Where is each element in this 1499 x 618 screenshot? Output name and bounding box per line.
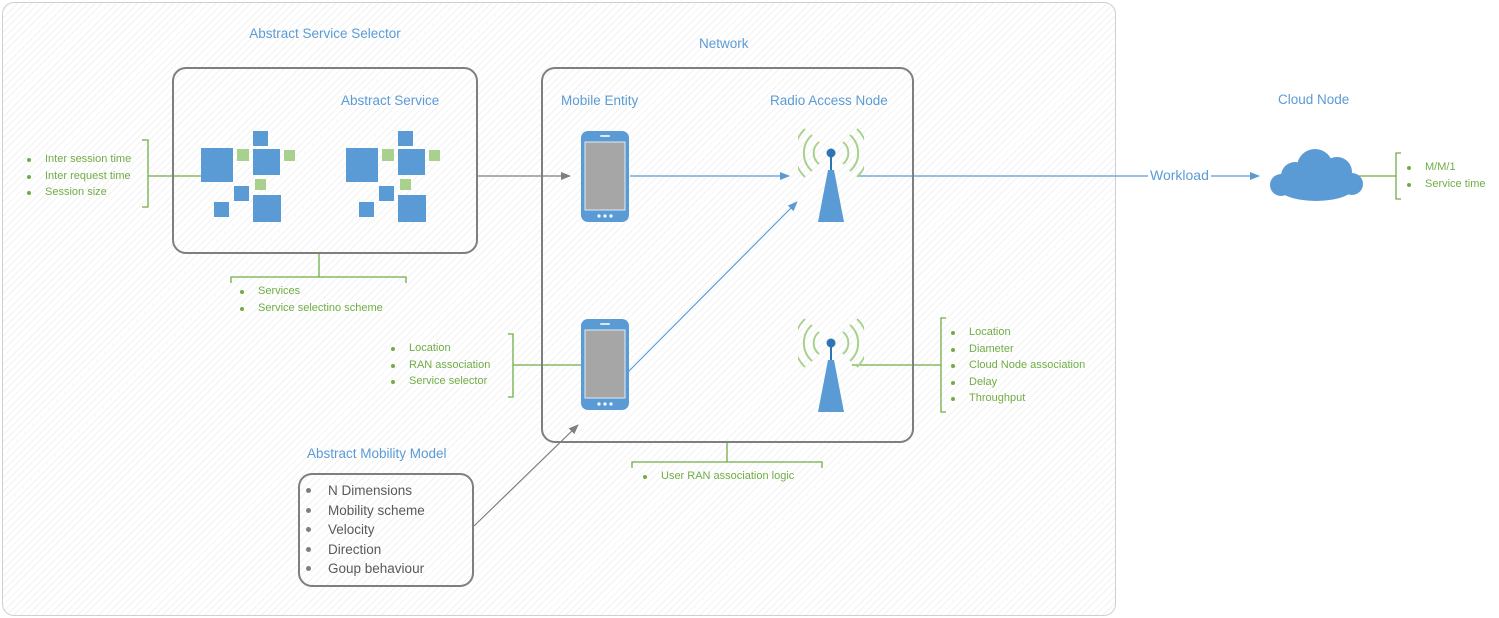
mobile-phone-icon	[581, 319, 629, 410]
radio-access-node-label: Radio Access Node	[770, 93, 888, 108]
mobile-entity-label: Mobile Entity	[561, 93, 639, 108]
list-item: Location	[389, 340, 490, 357]
mobility-params-list: N Dimensions Mobility scheme Velocity Di…	[300, 481, 425, 579]
list-item: Throughput	[949, 390, 1085, 407]
list-item: Service selectino scheme	[238, 300, 383, 317]
association-bracket	[631, 461, 823, 468]
service-selector-title: Abstract Service Selector	[249, 26, 401, 41]
cloud-icon	[1270, 149, 1363, 201]
list-item: M/M/1	[1405, 159, 1486, 176]
ran-params-list: Location Diameter Cloud Node association…	[949, 324, 1085, 407]
list-item: Inter session time	[25, 151, 131, 168]
list-item: Session size	[25, 184, 131, 201]
diagram-frame	[2, 2, 1116, 616]
cloud-node-label: Cloud Node	[1278, 92, 1350, 107]
list-item: Direction	[300, 540, 425, 560]
cloud-bracket	[1395, 152, 1401, 200]
mobility-model-box	[298, 473, 474, 587]
radio-tower-icon	[798, 318, 864, 412]
list-item: Diameter	[949, 341, 1085, 358]
entity-bracket	[508, 333, 514, 398]
association-params-list: User RAN association logic	[641, 468, 794, 485]
session-bracket	[142, 139, 149, 208]
list-item: Mobility scheme	[300, 501, 425, 521]
service-blocks-icon	[346, 131, 440, 222]
list-item: Service time	[1405, 176, 1486, 193]
list-item: Service selector	[389, 373, 490, 390]
service-blocks-icon	[201, 131, 295, 222]
service-selector-box	[172, 67, 478, 254]
ran-bracket	[940, 317, 946, 413]
list-item: RAN association	[389, 357, 490, 374]
list-item: N Dimensions	[300, 481, 425, 501]
network-title: Network	[699, 36, 749, 51]
selector-bracket	[230, 276, 407, 283]
selector-params-list: Services Service selectino scheme	[238, 283, 383, 316]
list-item: Services	[238, 283, 383, 300]
arrow-entity2-to-ran	[627, 201, 798, 373]
list-item: Goup behaviour	[300, 559, 425, 579]
entity-params-list: Location RAN association Service selecto…	[389, 340, 490, 390]
mobility-model-title: Abstract Mobility Model	[307, 446, 447, 461]
session-params-list: Inter session time Inter request time Se…	[25, 151, 131, 201]
list-item: Inter request time	[25, 168, 131, 185]
radio-tower-icon	[798, 128, 864, 222]
network-box	[541, 67, 914, 443]
list-item: Delay	[949, 374, 1085, 391]
cloud-params-list: M/M/1 Service time	[1405, 159, 1486, 192]
list-item: User RAN association logic	[641, 468, 794, 485]
mobile-phone-icon	[581, 131, 629, 222]
list-item: Location	[949, 324, 1085, 341]
list-item: Cloud Node association	[949, 357, 1085, 374]
list-item: Velocity	[300, 520, 425, 540]
abstract-service-label: Abstract Service	[341, 93, 440, 108]
workload-label: Workload	[1148, 167, 1211, 183]
